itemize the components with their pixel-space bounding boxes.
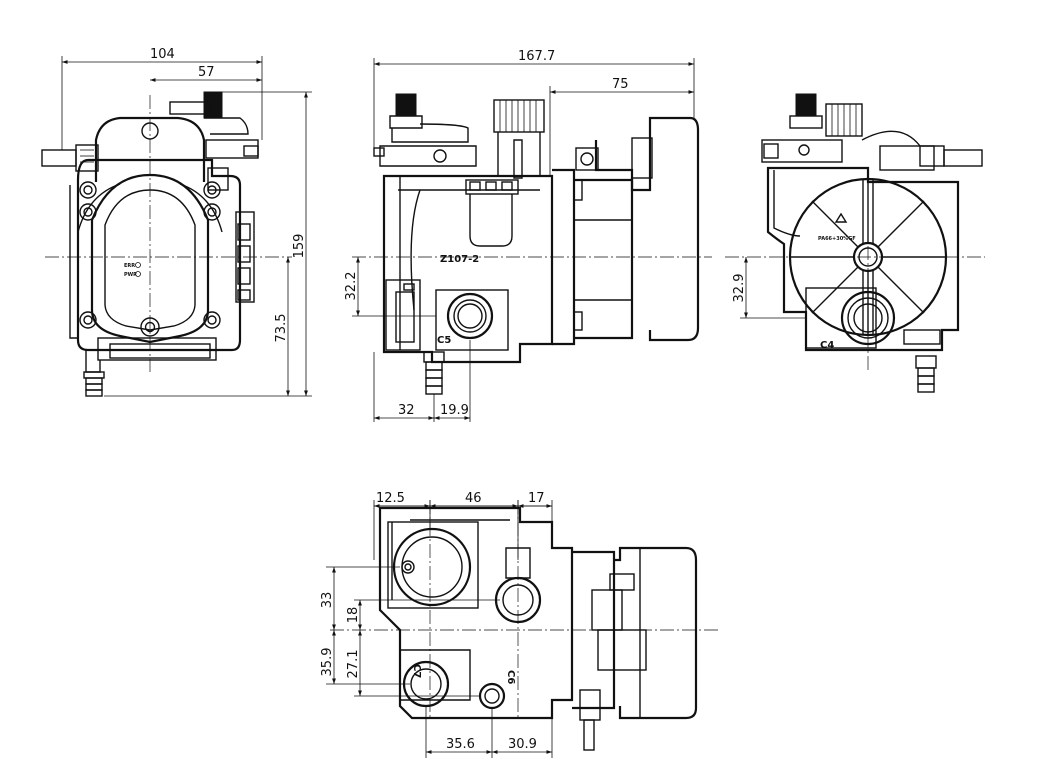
- dim-bottom-a: 12.5: [376, 491, 405, 506]
- dim-bottom-b: 46: [465, 491, 482, 506]
- bottom-port-c7: C7: [411, 664, 422, 678]
- dim-bottom-v1: 33: [320, 592, 335, 609]
- front-view: ERR PWR 104 57 159 73.5: [41, 47, 312, 397]
- rear-rating-text: PA66+30%GF: [818, 236, 856, 242]
- dim-side-inlet: 32.2: [344, 272, 359, 301]
- dim-bottom-v2: 18: [346, 607, 361, 624]
- dim-offset: 57: [198, 65, 215, 80]
- dim-height: 159: [292, 234, 307, 259]
- dim-length: 167.7: [518, 49, 555, 64]
- dim-rear-inlet: 32.9: [732, 274, 747, 303]
- dim-bottom-c: 17: [528, 491, 545, 506]
- side-view: Z107-2 C5 167.7 75 32.2 32 19.9: [344, 49, 712, 422]
- dim-bottom-v3: 35.9: [320, 648, 335, 677]
- dim-bottom-h1: 35.6: [446, 737, 475, 752]
- dim-bottom-h2: 30.9: [508, 737, 537, 752]
- dim-motor: 75: [612, 77, 629, 92]
- dim-axis-height: 73.5: [274, 314, 289, 343]
- bottom-view: C7 C6 12.5 46 17 33 18 35.9 27.1: [320, 491, 718, 758]
- led-label-err: ERR: [124, 263, 135, 269]
- dim-bottom-v4: 27.1: [346, 650, 361, 679]
- rear-port-label: C4: [820, 340, 834, 351]
- part-number: Z107-2: [440, 254, 479, 265]
- led-label-pwr: PWR: [124, 272, 137, 278]
- rear-view: PA66+30%GF C4 32.9: [725, 93, 985, 393]
- dim-side-left: 32: [398, 403, 415, 418]
- dim-width: 104: [150, 47, 175, 62]
- side-port-label: C5: [437, 335, 451, 346]
- dim-side-port: 19.9: [440, 403, 469, 418]
- bottom-port-c6: C6: [505, 670, 516, 684]
